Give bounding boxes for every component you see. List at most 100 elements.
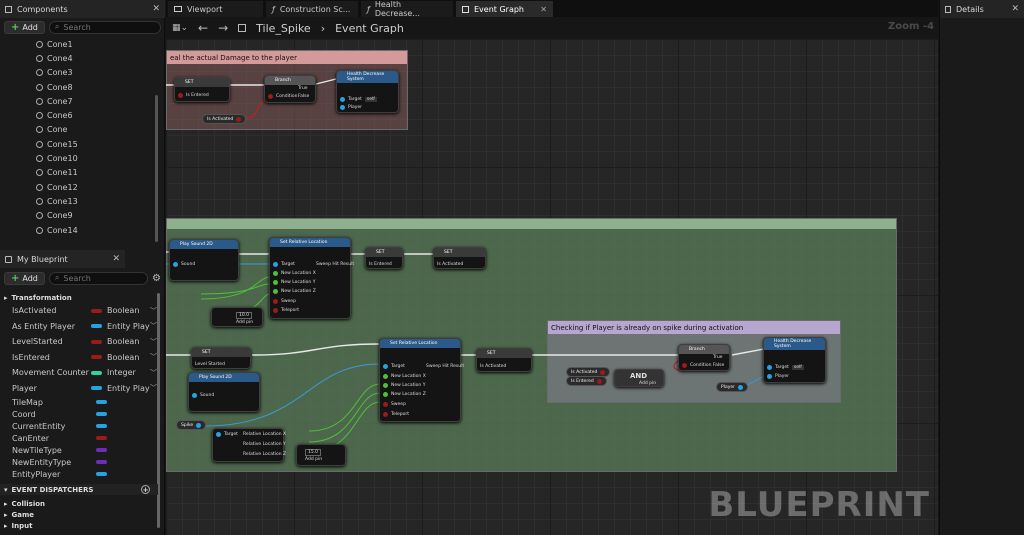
component-item[interactable]: Cone8 xyxy=(0,80,155,94)
chevron-down-icon[interactable]: ﹀ xyxy=(150,384,157,393)
pin-sweep-hit[interactable]: Sweep Hit Result xyxy=(426,364,464,369)
pin-is-entered[interactable]: Is Entered xyxy=(178,93,209,98)
pin-loc-y[interactable]: New Location Y xyxy=(273,280,315,285)
set-relative-location-node[interactable]: Set Relative Location Target New Locatio… xyxy=(379,338,464,422)
pin-false[interactable]: False xyxy=(713,363,724,368)
components-search[interactable]: ⌕ xyxy=(48,20,161,34)
pin-true[interactable]: True xyxy=(713,355,723,360)
add-node[interactable]: 15.0 Add pin xyxy=(296,444,346,466)
chevron-down-icon[interactable]: ﹀ xyxy=(150,353,157,362)
branch-node[interactable]: Branch Condition True False xyxy=(264,75,316,103)
component-item[interactable]: Cone xyxy=(0,123,155,137)
variable-row[interactable]: NewEntityType xyxy=(12,456,122,468)
gear-icon[interactable]: ⚙ xyxy=(152,272,161,284)
variable-row[interactable]: Coord xyxy=(12,408,122,420)
set-node[interactable]: SET Is Activated xyxy=(476,348,532,372)
value-field[interactable]: 10.0 xyxy=(236,312,253,319)
variable-row[interactable]: EntityPlayer xyxy=(12,468,122,480)
component-item[interactable]: Cone9 xyxy=(0,209,155,223)
add-dispatcher-icon[interactable]: + xyxy=(141,485,150,494)
pin-sweep[interactable]: Sweep xyxy=(273,299,296,304)
pin-false[interactable]: False xyxy=(298,94,309,99)
section-event-dispatchers[interactable]: ▾ EVENT DISPATCHERS + xyxy=(0,484,158,495)
component-item[interactable]: Cone11 xyxy=(0,166,155,180)
pin-loc-y[interactable]: New Location Y xyxy=(383,383,425,388)
variable-type[interactable]: Entity Playe xyxy=(107,321,150,331)
pin-target[interactable]: Target xyxy=(383,364,405,369)
set-node[interactable]: SET Level Started xyxy=(191,347,251,369)
components-search-input[interactable] xyxy=(63,22,134,32)
category-input[interactable]: ▸Input xyxy=(0,520,158,531)
pin-target[interactable]: Target xyxy=(273,262,295,267)
pin-teleport[interactable]: Teleport xyxy=(273,308,299,313)
forward-arrow-icon[interactable]: → xyxy=(218,21,229,35)
variable-type[interactable]: Boolean xyxy=(107,337,140,347)
pin-sound[interactable]: Sound xyxy=(192,393,214,398)
add-component-button[interactable]: + Add xyxy=(4,20,45,34)
pin-loc-x[interactable]: New Location X xyxy=(273,271,316,276)
is-activated-getter[interactable]: Is Activated xyxy=(202,114,247,124)
value-field[interactable]: 15.0 xyxy=(305,449,322,456)
pin-true[interactable]: True xyxy=(298,86,308,91)
graph-menu-icon[interactable]: ▦⌄ xyxy=(172,23,189,33)
close-icon[interactable]: ✕ xyxy=(540,4,547,14)
pin-teleport[interactable]: Teleport xyxy=(383,412,409,417)
tab-construction-script[interactable]: ƒ Construction Sc... xyxy=(266,1,358,17)
pin-sound[interactable]: Sound xyxy=(173,262,195,267)
pin-is-activated[interactable]: Is Activated xyxy=(480,364,506,369)
set-node[interactable]: SET Is Activated xyxy=(433,247,486,269)
spike-getter[interactable]: Spike xyxy=(176,420,207,430)
player-getter[interactable]: Player xyxy=(716,382,749,392)
variable-type[interactable]: Boolean xyxy=(107,352,140,362)
components-tab[interactable]: Components ✕ xyxy=(0,0,165,18)
blueprint-search-input[interactable] xyxy=(63,273,134,283)
pin-loc-z[interactable]: New Location Z xyxy=(273,289,316,294)
components-scrollbar[interactable] xyxy=(155,95,158,242)
set-node[interactable]: SET Is Entered xyxy=(365,247,403,269)
variable-row[interactable]: NewTileType xyxy=(12,444,122,456)
component-item[interactable]: Cone4 xyxy=(0,51,155,65)
variable-row[interactable]: CurrentEntity xyxy=(12,420,122,432)
close-icon[interactable]: ✕ xyxy=(1011,4,1019,14)
pin-loc-z[interactable]: New Location Z xyxy=(383,392,426,397)
component-item[interactable]: Cone15 xyxy=(0,137,155,151)
add-pin-button[interactable]: Add pin xyxy=(639,381,656,386)
set-relative-location-node[interactable]: Set Relative Location Target New Locatio… xyxy=(269,237,354,319)
chevron-down-icon[interactable]: ﹀ xyxy=(150,337,157,346)
pin-player[interactable]: Player xyxy=(767,374,789,379)
category-game[interactable]: ▸Game xyxy=(0,509,158,520)
component-item[interactable]: Cone7 xyxy=(0,94,155,108)
component-item[interactable]: Cone3 xyxy=(0,66,155,80)
component-item[interactable]: Cone13 xyxy=(0,194,155,208)
event-graph-canvas[interactable]: eal the actual Damage to the player Chec… xyxy=(166,39,938,535)
pin-sweep[interactable]: Sweep xyxy=(383,402,406,407)
back-arrow-icon[interactable]: ← xyxy=(198,21,209,35)
variable-type[interactable]: Integer xyxy=(107,368,136,378)
pin-sweep-hit[interactable]: Sweep Hit Result xyxy=(316,262,354,267)
section-transformation[interactable]: ▸ Transformation xyxy=(0,292,158,303)
add-node[interactable]: 10.0 Add pin xyxy=(211,307,263,327)
set-node[interactable]: SET Is Entered xyxy=(174,77,230,102)
add-pin-button[interactable]: Add pin xyxy=(236,320,253,325)
component-item[interactable]: Cone14 xyxy=(0,223,155,237)
pin-rel-y[interactable]: Relative Location Y xyxy=(243,442,286,447)
pin-is-entered[interactable]: Is Entered xyxy=(369,262,392,267)
close-icon[interactable]: ✕ xyxy=(152,4,160,14)
variable-row[interactable]: TileMap xyxy=(12,396,122,408)
blueprint-search[interactable]: ⌕ xyxy=(48,271,149,285)
chevron-down-icon[interactable]: ﹀ xyxy=(150,368,157,377)
branch-node[interactable]: Branch Condition True False xyxy=(678,344,730,371)
breadcrumb-graph[interactable]: Event Graph xyxy=(335,21,404,35)
is-entered-getter[interactable]: Is Entered xyxy=(566,376,607,386)
pin-player[interactable]: Player xyxy=(340,105,362,110)
